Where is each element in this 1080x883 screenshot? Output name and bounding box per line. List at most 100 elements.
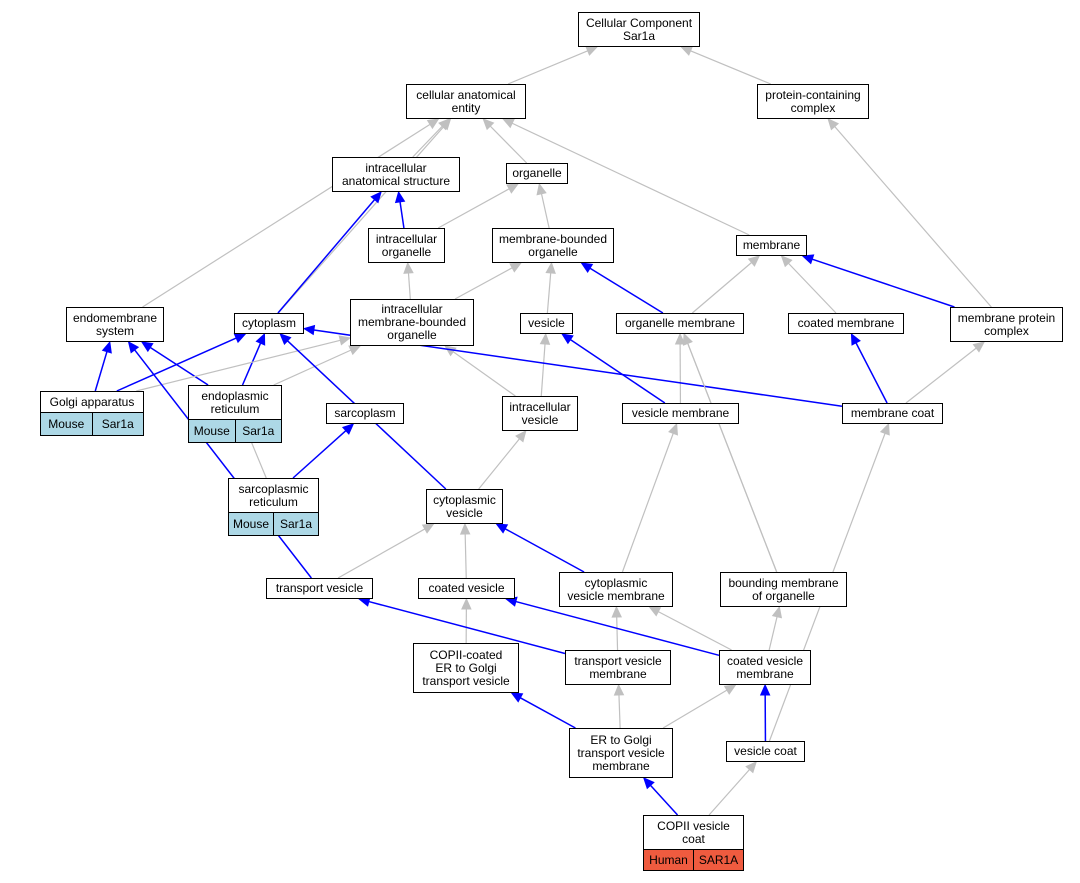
edge-line	[478, 438, 520, 490]
annotation-endoplasmic-reticulum: Mouse Sar1a	[188, 420, 282, 443]
edge-om-to-mbo-part_of	[580, 262, 664, 314]
edge-arrowhead	[580, 262, 594, 273]
node-copii-coated-er-to-golgi-transport-vesicle[interactable]: COPII-coated ER to Golgi transport vesic…	[413, 643, 519, 693]
edge-cm-to-mem-is_a	[780, 255, 837, 314]
edge-coatv-to-cv-is_a	[459, 522, 471, 579]
edge-org-to-cae-is_a	[482, 118, 528, 164]
node-bounding-membrane-of-organelle[interactable]: bounding membrane of organelle	[720, 572, 847, 607]
edge-line	[649, 784, 679, 816]
node-intracellular-vesicle[interactable]: intracellular vesicle	[502, 396, 578, 431]
edge-arrowhead	[682, 332, 693, 346]
edge-line	[277, 199, 376, 314]
edge-io-to-org-is_a	[437, 183, 520, 229]
node-copii-vesicle-coat[interactable]: COPII vesicle coat	[643, 815, 744, 850]
edge-line	[690, 50, 771, 85]
edge-ergtvm-to-coatvm-is_a	[662, 684, 737, 729]
node-golgi-apparatus[interactable]: Golgi apparatus	[40, 391, 144, 413]
edge-line	[515, 600, 720, 657]
node-transport-vesicle[interactable]: transport vesicle	[266, 578, 373, 599]
edge-line	[504, 528, 585, 573]
edge-line	[616, 616, 619, 651]
edge-iv-to-ves-is_a	[539, 332, 551, 397]
edge-line	[905, 347, 977, 404]
annotation-copii-vesicle-coat: Human SAR1A	[643, 850, 744, 871]
edge-arrowhead	[127, 341, 140, 354]
edge-line	[788, 262, 837, 314]
node-coated-vesicle-membrane[interactable]: coated vesicle membrane	[719, 650, 811, 685]
edge-arrowhead	[745, 761, 757, 774]
node-cytoplasm[interactable]: cytoplasm	[234, 313, 304, 334]
edge-line	[811, 258, 955, 308]
node-organelle[interactable]: organelle	[506, 163, 568, 184]
node-organelle-membrane[interactable]: organelle membrane	[616, 313, 744, 334]
edge-line	[855, 342, 888, 404]
node-cytoplasmic-vesicle-membrane[interactable]: cytoplasmic vesicle membrane	[559, 572, 673, 607]
node-cellular-anatomical-entity[interactable]: cellular anatomical entity	[406, 84, 526, 119]
edge-vm-to-ves-part_of	[561, 333, 666, 404]
edge-arrowhead	[426, 118, 440, 130]
node-cytoplasmic-vesicle[interactable]: cytoplasmic vesicle	[426, 489, 503, 524]
edge-bmo-to-om-is_a	[682, 332, 778, 573]
edge-imbo-to-io-is_a	[403, 261, 414, 300]
edge-cv-to-iv-is_a	[478, 430, 527, 490]
edge-arrowhead	[510, 692, 524, 703]
node-intracellular-membrane-bounded-organelle[interactable]: intracellular membrane-bounded organelle	[350, 299, 474, 346]
edge-mem-to-cae-is_a	[502, 118, 750, 236]
node-cellular-component[interactable]: Cellular Component Sar1a	[578, 12, 700, 47]
edge-cvm-to-vm-is_a	[621, 422, 678, 573]
edge-arrowhead	[972, 341, 986, 353]
edge-line	[136, 339, 341, 392]
edge-cyt-to-cae-is_a	[277, 118, 452, 314]
edge-line	[618, 694, 621, 729]
annotation-gene: Sar1a	[234, 420, 282, 442]
node-coated-vesicle[interactable]: coated vesicle	[418, 578, 515, 599]
edge-line	[241, 342, 262, 386]
node-vesicle-coat[interactable]: vesicle coat	[726, 741, 805, 762]
edge-pcc-to-cc-is_a	[680, 46, 771, 85]
edge-line	[452, 351, 516, 397]
edge-line	[94, 351, 108, 392]
edge-arrowhead	[801, 254, 815, 265]
edge-arrowhead	[403, 261, 414, 274]
node-er-to-golgi-transport-vesicle-membrane[interactable]: ER to Golgi transport vesicle membrane	[569, 728, 673, 778]
edge-line	[768, 616, 778, 651]
edge-golgi-to-cyt-part_of	[116, 333, 247, 392]
edge-vcoat-to-coatvm-part_of	[759, 683, 771, 742]
edge-arrowhead	[444, 345, 457, 357]
node-membrane-bounded-organelle[interactable]: membrane-bounded organelle	[492, 228, 614, 263]
node-sarcoplasmic-reticulum[interactable]: sarcoplasmic reticulum	[228, 478, 319, 513]
node-membrane-coat[interactable]: membrane coat	[842, 403, 943, 424]
edge-vm-to-om-is_a	[674, 332, 686, 404]
node-sarcoplasm[interactable]: sarcoplasm	[326, 403, 404, 424]
edge-arrowhead	[348, 345, 362, 356]
edge-arrowhead	[495, 523, 509, 534]
annotation-species: Mouse	[193, 423, 230, 438]
edge-line	[834, 126, 992, 308]
node-intracellular-organelle[interactable]: intracellular organelle	[368, 228, 445, 263]
node-endoplasmic-reticulum[interactable]: endoplasmic reticulum	[188, 385, 282, 420]
node-transport-vesicle-membrane[interactable]: transport vesicle membrane	[565, 650, 671, 685]
edge-ves-to-mbo-is_a	[545, 261, 556, 314]
edge-line	[511, 122, 750, 236]
edge-mpc-to-pcc-is_a	[827, 118, 992, 308]
node-endomembrane-system[interactable]: endomembrane system	[66, 307, 164, 342]
node-vesicle[interactable]: vesicle	[520, 313, 573, 334]
node-vesicle-membrane[interactable]: vesicle membrane	[622, 403, 739, 424]
edge-arrowhead	[439, 118, 452, 131]
node-coated-membrane[interactable]: coated membrane	[788, 313, 904, 334]
node-membrane[interactable]: membrane	[736, 235, 807, 256]
edge-coatvm-to-coatv-part_of	[504, 596, 720, 657]
edge-arrowhead	[279, 333, 292, 346]
edge-arrowhead	[338, 335, 352, 346]
edge-copiivc-to-vcoat-is_a	[708, 761, 757, 816]
edge-line	[412, 125, 443, 158]
edge-line	[589, 267, 664, 314]
edge-line	[149, 346, 209, 386]
node-protein-containing-complex[interactable]: protein-containing complex	[757, 84, 869, 119]
node-membrane-protein-complex[interactable]: membrane protein complex	[950, 307, 1063, 342]
node-intracellular-anatomical-structure[interactable]: intracellular anatomical structure	[332, 157, 460, 192]
edge-line	[570, 338, 666, 404]
edge-arrowhead	[509, 262, 523, 273]
edge-iv-to-imbo-is_a	[444, 345, 516, 397]
